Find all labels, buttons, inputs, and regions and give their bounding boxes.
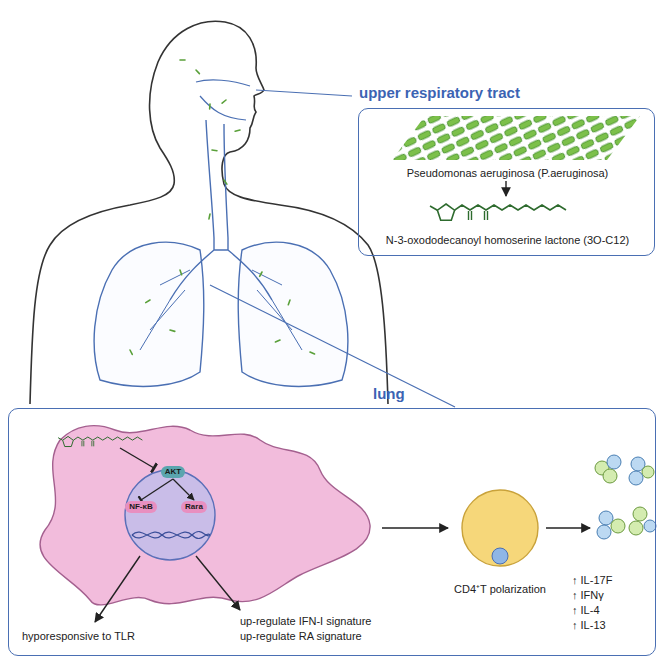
dna-helix (132, 531, 210, 538)
lungs (94, 242, 204, 386)
note-label: up-regulate IFN-I signature (240, 614, 440, 628)
cytokine-label: ↑ IFNγ (572, 588, 654, 602)
bacteria-specks (130, 350, 132, 354)
box-text: N-3-oxododecanoyl homoserine lactone (3O… (359, 233, 656, 247)
box-text: Pseudomonas aeruginosa (P.aeruginosa) (359, 166, 656, 180)
cytokines (597, 525, 611, 539)
protein-label: AKT (161, 466, 185, 478)
cytokines (633, 507, 647, 521)
human-outline (224, 124, 228, 238)
cytokines (607, 455, 621, 469)
arrow (95, 556, 140, 622)
bacteria-specks (288, 300, 290, 305)
human-outline (206, 120, 214, 238)
bacteria-specks (196, 70, 199, 74)
leader-line (256, 90, 352, 96)
region-box: upper respiratory tractPseudomonas aerug… (358, 108, 655, 256)
note-label: up-regulate RA signature (240, 629, 440, 643)
bacteria-specks (224, 180, 227, 184)
bacteria-specks (212, 149, 217, 151)
cytokines (629, 471, 643, 485)
cytokines (642, 466, 654, 478)
molecule (430, 204, 566, 220)
leader-line (210, 285, 455, 407)
cytokines (629, 521, 643, 535)
protein-label: Rara (181, 501, 207, 513)
dendritic-cell (40, 426, 370, 605)
protein-label: NF-κB (125, 501, 157, 513)
bacteria-mat (392, 116, 640, 160)
note-label: CD4⁺T polarization (430, 582, 570, 596)
bacteria-specks (222, 100, 226, 103)
protein-name: Rara (185, 502, 203, 511)
protein-name: NF-κB (129, 502, 153, 511)
bacteria-specks (209, 104, 211, 109)
t-cell-nucleus (492, 548, 508, 564)
lungs (238, 242, 348, 386)
bacteria-specks (130, 60, 315, 354)
cytokines (595, 455, 656, 539)
cytokines (611, 519, 625, 533)
human-outline (196, 80, 250, 86)
arrow (546, 527, 590, 528)
protein-name: AKT (165, 467, 181, 476)
lungs (140, 270, 302, 350)
arrow (196, 556, 240, 610)
lungs (94, 238, 348, 386)
inhibit-connector (141, 479, 173, 500)
bacteria-specks (146, 300, 150, 303)
arrow (505, 181, 506, 196)
bacteria-specks (235, 130, 240, 131)
inhibit-line (120, 448, 154, 468)
note-label: hyporesponsive to TLR (22, 629, 192, 643)
molecule (58, 436, 142, 446)
cytokine-label: ↑ IL-13 (572, 618, 654, 632)
bacteria-specks (180, 270, 182, 275)
cytokines (603, 469, 617, 483)
bacteria-specks (310, 352, 315, 354)
cytokines (644, 520, 656, 532)
bacteria-specks (170, 330, 175, 331)
human-outline (200, 96, 246, 120)
bacteria-specks (260, 272, 262, 276)
region-heading: lung (373, 385, 405, 403)
cytokine-label: ↑ IL-17F (572, 573, 654, 587)
nucleus (125, 470, 215, 560)
bacteria-specks (275, 340, 280, 342)
arrow (382, 527, 448, 528)
cytokine-label: ↑ IL-4 (572, 603, 654, 617)
cytokines (599, 511, 613, 525)
bacteria-specks (180, 59, 185, 61)
arrow-connector (173, 479, 194, 500)
region-heading: upper respiratory tract (359, 84, 520, 102)
bacteria-specks (209, 214, 210, 219)
t-cell (462, 490, 538, 566)
